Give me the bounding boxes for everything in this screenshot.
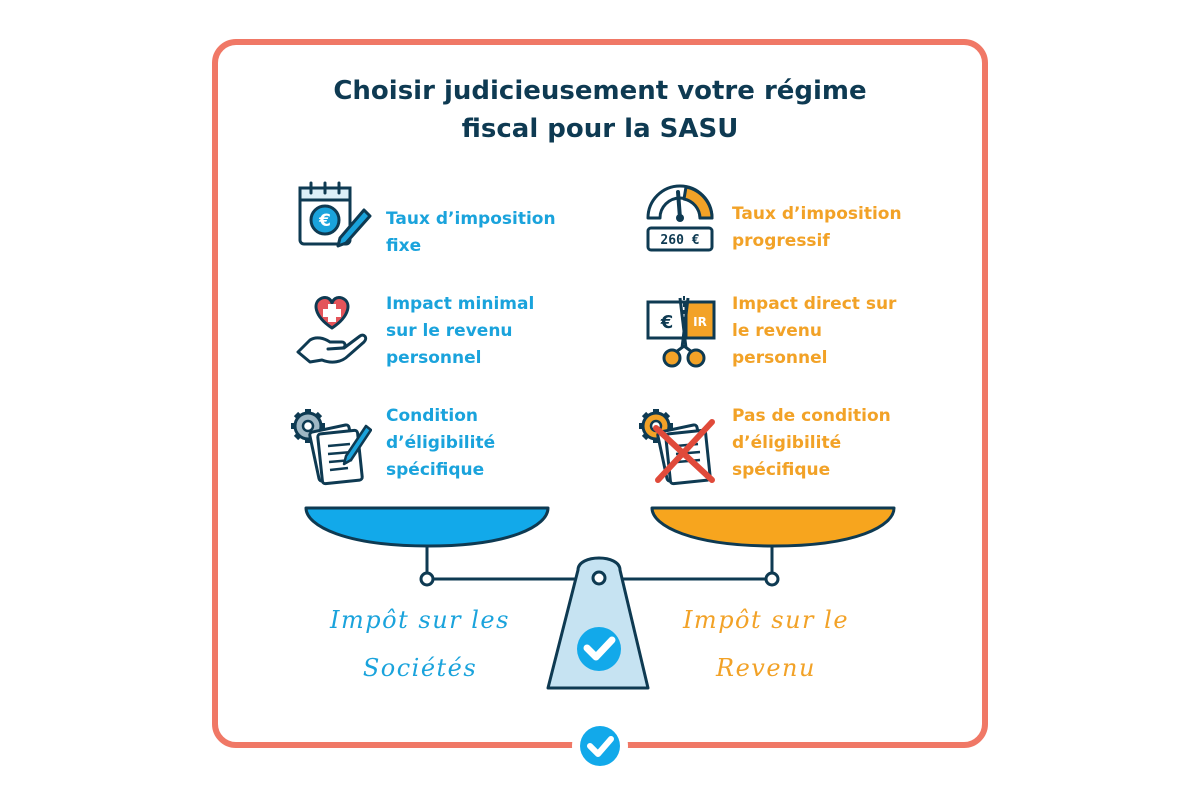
- svg-text:IR: IR: [693, 315, 707, 329]
- bottom-badge: [572, 718, 628, 774]
- scale-label-left: Impôt sur les Sociétés: [330, 606, 510, 682]
- right-pivot: [764, 571, 780, 587]
- right-item-1-label: Taux d’imposition progressif: [732, 204, 902, 251]
- check-badge-icon: [577, 627, 621, 671]
- right-item-2-label: Impact direct sur le revenu personnel: [732, 294, 897, 368]
- scale-label-right: Impôt sur le Revenu: [682, 606, 850, 682]
- bottom-check-icon: [580, 726, 620, 766]
- gear-document-icon: [290, 406, 372, 486]
- left-item-1-label: Taux d’imposition fixe: [386, 209, 556, 256]
- left-item-2-label: Impact minimal sur le revenu personnel: [386, 294, 535, 368]
- left-pivot: [419, 571, 435, 587]
- left-pan: [304, 506, 550, 548]
- right-pan: [650, 506, 896, 548]
- title-line-1: Choisir judicieusement votre régime: [333, 76, 867, 106]
- page-title: Choisir judicieusement votre régime fisc…: [0, 72, 1200, 148]
- title-line-2: fiscal pour la SASU: [461, 114, 739, 144]
- scale-weight: [546, 556, 650, 690]
- left-item-3-label: Condition d’éligibilité spécifique: [386, 406, 496, 480]
- svg-text:260 €: 260 €: [660, 233, 699, 248]
- right-item-3-label: Pas de condition d’éligibilité spécifiqu…: [732, 406, 891, 480]
- svg-text:€: €: [660, 312, 674, 333]
- scissors-ticket-icon: € IR: [644, 294, 718, 372]
- svg-text:€: €: [318, 211, 331, 231]
- gauge-meter-icon: 260 €: [642, 178, 718, 256]
- balance-scale: [304, 506, 896, 690]
- calendar-euro-icon: €: [296, 180, 372, 252]
- crossed-document-icon: [638, 406, 720, 486]
- hand-heart-icon: [296, 292, 368, 372]
